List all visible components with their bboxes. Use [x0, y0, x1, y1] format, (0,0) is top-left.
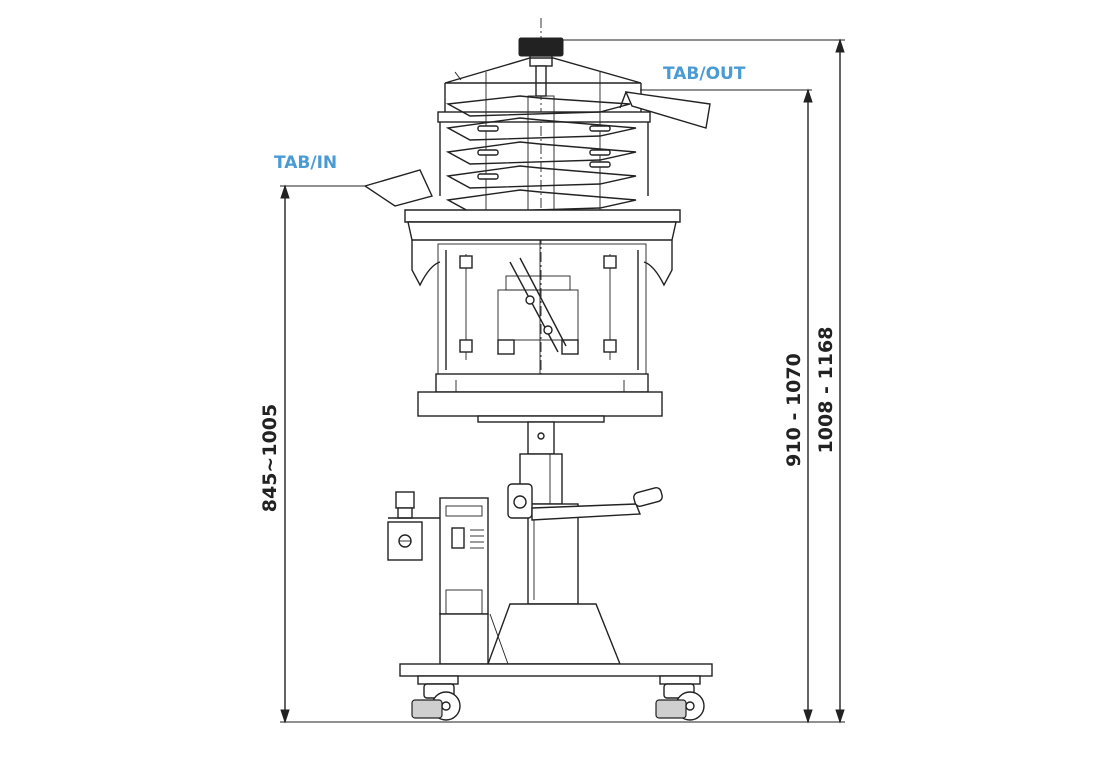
- tab-out-label: TAB/OUT: [663, 64, 746, 84]
- sieve-base: [404, 209, 681, 287]
- tab-in-label: TAB/IN: [274, 153, 337, 173]
- motor-housing: [435, 240, 649, 408]
- caster-left: [411, 675, 461, 721]
- dimension-lines: [280, 38, 845, 724]
- lift-handle: [507, 483, 663, 521]
- spiral-chamber: [439, 72, 649, 227]
- pedestal: [486, 603, 622, 665]
- inlet-chute: [363, 169, 433, 207]
- inner-height-dimension: 910 - 1070: [783, 353, 805, 467]
- lift-column: [519, 421, 579, 605]
- top-knob: [518, 37, 564, 97]
- control-box: [439, 497, 509, 665]
- outlet-chute: [619, 91, 711, 129]
- lower-plate: [417, 391, 663, 423]
- bottom-base: [399, 663, 713, 677]
- side-valve: [387, 491, 440, 561]
- left-height-dimension: 845~1005: [259, 404, 281, 512]
- caster-right: [655, 675, 705, 721]
- cover-dome: [437, 57, 651, 123]
- outer-height-dimension: 1008 - 1168: [815, 327, 837, 454]
